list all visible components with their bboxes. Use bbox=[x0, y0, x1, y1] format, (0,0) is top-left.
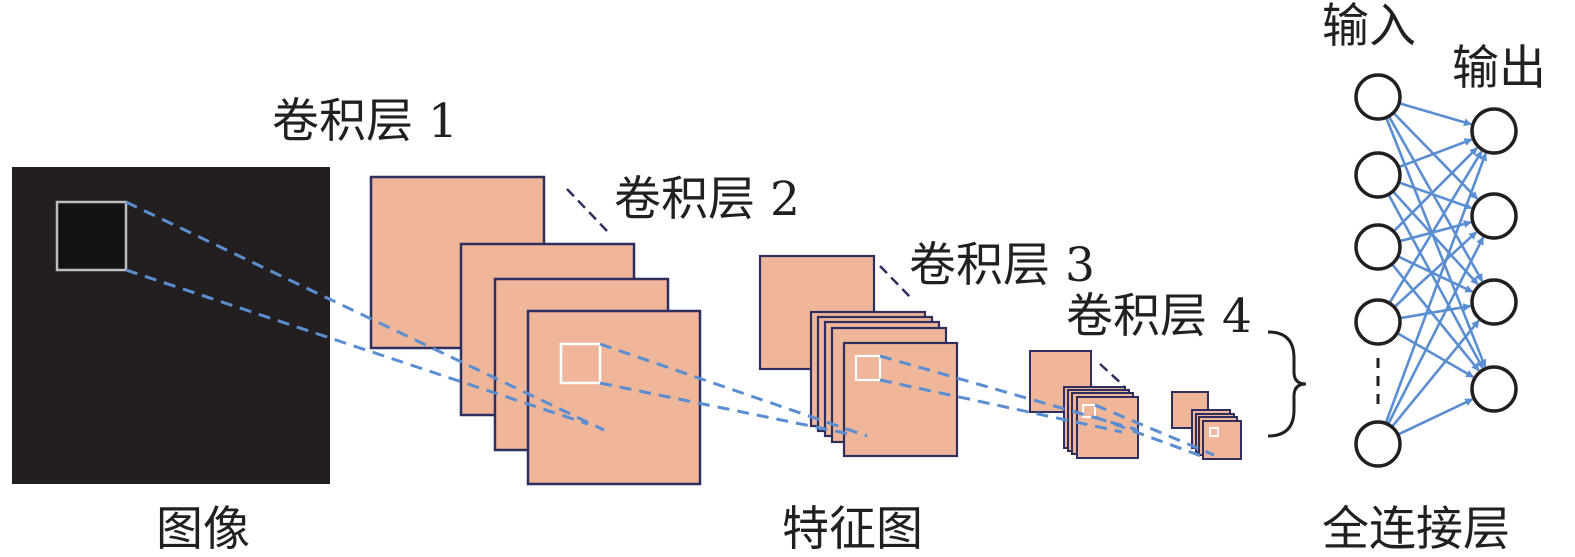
fully-connected-label: 全连接层 bbox=[1322, 502, 1510, 557]
fc-edge bbox=[1392, 191, 1479, 286]
input-label: 输入 bbox=[1322, 0, 1416, 54]
input-node bbox=[1354, 420, 1402, 468]
conv-brace bbox=[1267, 330, 1307, 438]
fc-edge bbox=[1398, 255, 1474, 293]
fc-edge bbox=[1399, 102, 1472, 127]
fc-edge bbox=[1391, 263, 1480, 372]
conv1-kernel-box bbox=[559, 342, 602, 385]
input-node bbox=[1354, 298, 1402, 346]
conv4b-kernel-box bbox=[1209, 427, 1219, 437]
fc-edge bbox=[1391, 319, 1480, 428]
receptive-field-connectors bbox=[125, 200, 1215, 459]
output-label: 输出 bbox=[1452, 41, 1546, 96]
output-node bbox=[1470, 107, 1518, 155]
image-receptive-field bbox=[55, 200, 128, 272]
feature-map-1d bbox=[526, 309, 702, 486]
output-node bbox=[1470, 192, 1518, 240]
fc-edge bbox=[1400, 303, 1472, 320]
fc-edge bbox=[1388, 150, 1483, 304]
fc-edge bbox=[1387, 194, 1484, 369]
fc-edge bbox=[1387, 236, 1485, 425]
fc-edge bbox=[1388, 116, 1484, 282]
conv-layer-4-stack-b bbox=[1171, 391, 1242, 460]
fc-edge bbox=[1397, 332, 1475, 379]
input-node bbox=[1354, 223, 1402, 271]
label-leaders bbox=[566, 188, 1125, 387]
input-node bbox=[1354, 151, 1402, 199]
input-node bbox=[1354, 73, 1402, 121]
conv4a-kernel-box bbox=[1082, 404, 1096, 418]
output-node bbox=[1470, 278, 1518, 326]
conv-layer-2-label: 卷积层 2 bbox=[614, 172, 800, 227]
image-label: 图像 bbox=[156, 502, 250, 557]
conv-layer-4-label: 卷积层 4 bbox=[1066, 289, 1252, 344]
fc-edge bbox=[1393, 112, 1479, 200]
fc-edge bbox=[1384, 152, 1487, 423]
conv-layer-3-stack bbox=[758, 254, 959, 458]
fc-nodes bbox=[1354, 73, 1518, 468]
fc-edge bbox=[1398, 398, 1474, 436]
conv-layer-3-label: 卷积层 3 bbox=[909, 238, 1095, 293]
conv-layer-4-stack-a bbox=[1029, 350, 1139, 459]
conv3-kernel-box bbox=[854, 354, 882, 382]
fc-edge bbox=[1393, 147, 1478, 232]
fc-edge bbox=[1399, 138, 1473, 169]
feature-map-label: 特征图 bbox=[782, 502, 923, 557]
output-node bbox=[1470, 365, 1518, 413]
fc-edge bbox=[1385, 117, 1487, 368]
fc-edge bbox=[1394, 231, 1478, 308]
fc-connections bbox=[1384, 102, 1487, 436]
conv-layer-1-label: 卷积层 1 bbox=[272, 94, 458, 149]
feature-map-3-front bbox=[842, 341, 959, 458]
fc-edge bbox=[1399, 181, 1473, 210]
